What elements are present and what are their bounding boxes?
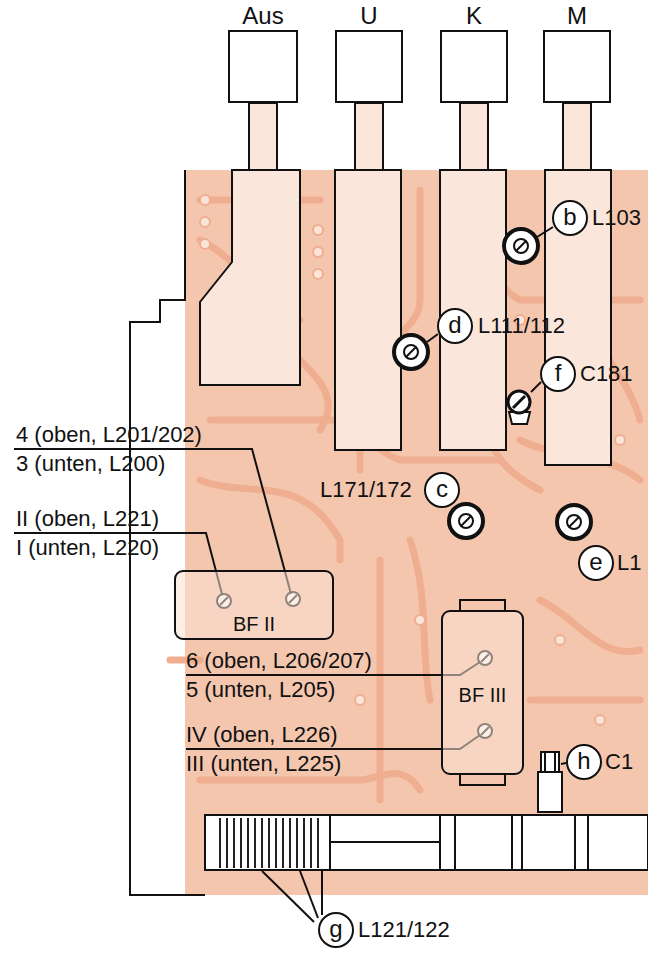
callout-circle: e xyxy=(578,545,614,581)
switch-sliders xyxy=(200,103,611,465)
switch-button: Aus xyxy=(228,30,298,103)
callout-circle: c xyxy=(424,472,460,508)
button-label: K xyxy=(466,3,482,29)
callout-letter: h xyxy=(577,749,590,773)
part-label: IV (oben, L226) xyxy=(186,722,338,747)
callout-circle: h xyxy=(566,744,602,780)
button-label: M xyxy=(567,3,587,29)
callout-letter: c xyxy=(436,477,448,501)
filter-can: BF II xyxy=(174,570,334,640)
callout-letter: d xyxy=(448,313,461,337)
part-label: L171/172 xyxy=(320,477,412,502)
part-label: 4 (oben, L201/202) xyxy=(16,422,202,447)
part-label: C181 xyxy=(580,361,633,386)
part-label: 5 (unten, L205) xyxy=(186,677,335,702)
part-label: L121/122 xyxy=(358,917,450,942)
trimmer-capacitor xyxy=(538,752,562,812)
callout-letter: g xyxy=(329,917,342,941)
callout-circle: f xyxy=(540,356,576,392)
callout-letter: b xyxy=(563,205,576,229)
part-label: L103 xyxy=(592,205,641,230)
part-label: 3 (unten, L200) xyxy=(16,451,165,476)
part-label: III (unten, L225) xyxy=(186,751,341,776)
part-label: II (oben, L221) xyxy=(16,506,159,531)
switch-button: U xyxy=(335,30,403,103)
part-label: L1 xyxy=(617,550,641,575)
callout-letter: e xyxy=(589,550,602,574)
bottom-rail xyxy=(205,815,648,870)
button-label: U xyxy=(360,3,377,29)
trimmer-symbols xyxy=(394,229,591,539)
filter-can: BF III xyxy=(441,610,524,775)
filter-label: BF III xyxy=(443,684,522,706)
leader-lines xyxy=(14,227,566,922)
filter-label: BF II xyxy=(176,613,332,635)
callout-circle: g xyxy=(318,912,354,948)
part-label: 6 (oben, L206/207) xyxy=(186,648,372,673)
callout-circle: d xyxy=(437,308,473,344)
callout-letter: f xyxy=(555,361,562,385)
callout-circle: b xyxy=(552,200,588,236)
part-label: C1 xyxy=(605,749,633,774)
part-label: L111/112 xyxy=(478,313,565,338)
button-label: Aus xyxy=(242,3,283,29)
switch-button: K xyxy=(440,30,508,103)
switch-button: M xyxy=(543,30,611,103)
part-label: I (unten, L220) xyxy=(16,535,159,560)
